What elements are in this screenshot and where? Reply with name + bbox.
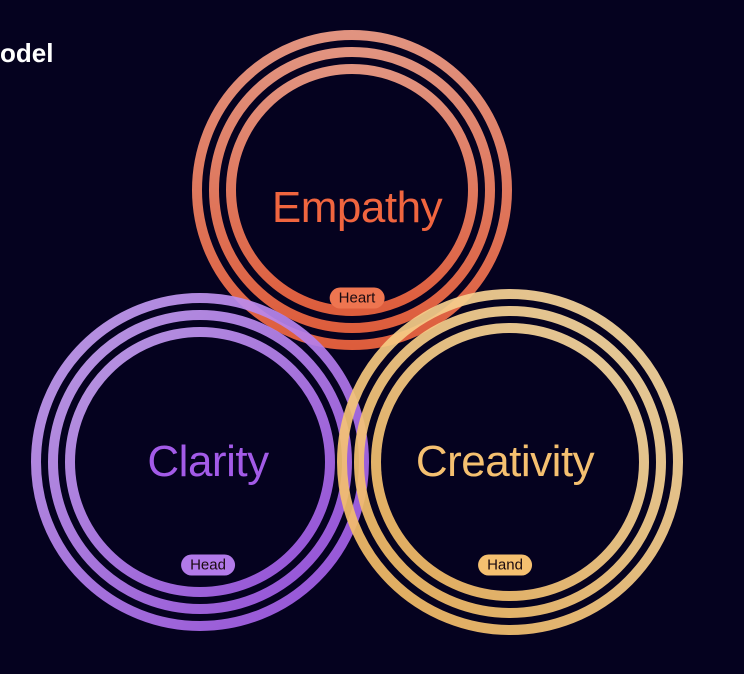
heart-tag: Heart (329, 287, 385, 309)
empathy-ring-1 (192, 30, 512, 350)
creativity-ring-3 (371, 323, 649, 601)
diagram-title: odel (0, 38, 54, 68)
clarity-label: Clarity (147, 437, 269, 486)
creativity-ring-2 (354, 306, 666, 618)
head-tag: Head (181, 554, 235, 576)
empathy-label: Empathy (271, 183, 443, 232)
creativity-label: Creativity (415, 437, 595, 486)
clarity-ring-3 (65, 327, 335, 597)
empathy-ring-2 (209, 47, 495, 333)
creativity-ring-1 (337, 289, 683, 635)
empathy-ring-3 (226, 64, 478, 316)
hand-tag: Hand (478, 554, 532, 576)
